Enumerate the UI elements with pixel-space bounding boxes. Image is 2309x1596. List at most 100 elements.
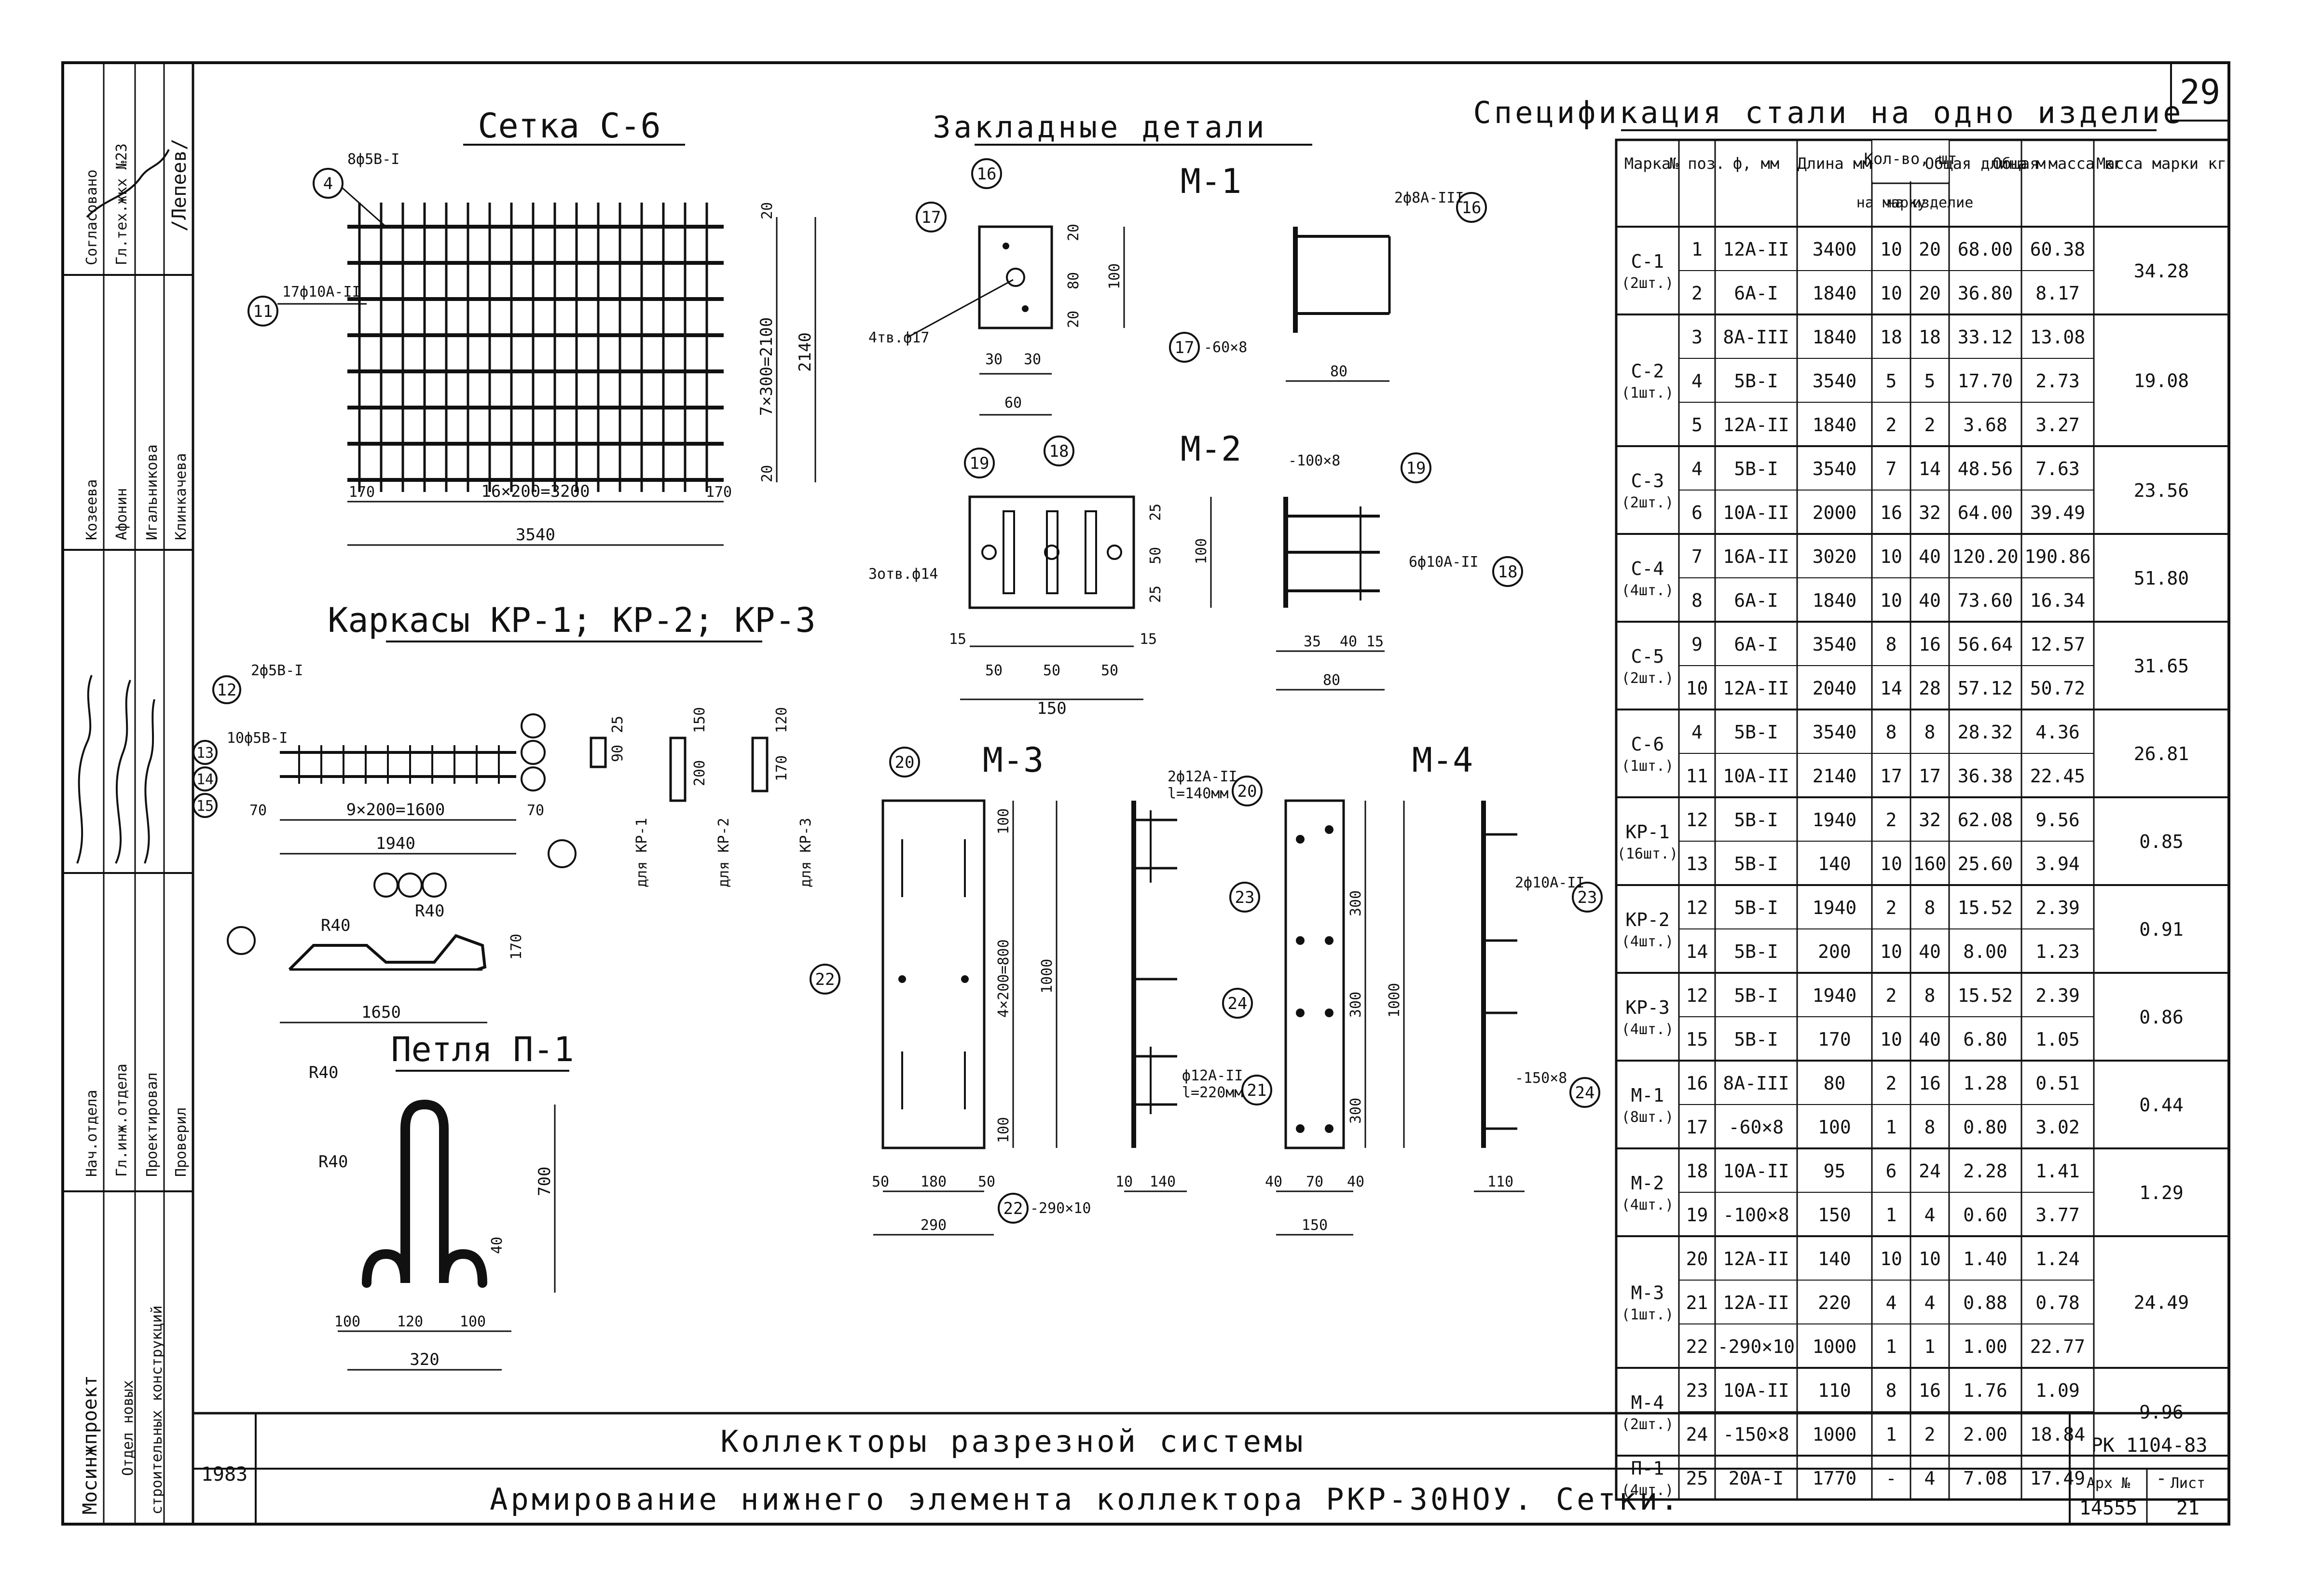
spec-cell: 0.88	[1963, 1292, 2007, 1313]
spec-cell: 80	[1824, 1073, 1846, 1094]
spec-cell: 32	[1919, 809, 1941, 831]
spec-cell: 10	[1880, 941, 1902, 962]
spec-cell: 2.73	[2035, 370, 2080, 392]
spec-head-diam: ф, мм	[1733, 154, 1779, 173]
m4-dim-6: 300	[1347, 992, 1364, 1018]
spec-cell: 10	[1880, 239, 1902, 260]
m1-dim-1: 30	[985, 351, 1003, 368]
spec-cell: 14	[1686, 941, 1708, 962]
spec-cell: 2.39	[2035, 897, 2080, 918]
spec-cell: 12А-II	[1723, 1292, 1789, 1313]
spec-group-count: (4шт.)	[1622, 1197, 1674, 1214]
spec-cell: 5В-I	[1734, 458, 1778, 479]
m3-dim-1: 50	[872, 1173, 889, 1190]
spec-group-count: (4шт.)	[1622, 582, 1674, 599]
spec-group-mass: 1.29	[2139, 1182, 2184, 1203]
spec-cell: 15	[1686, 1029, 1708, 1050]
spec-group-marka: С-1	[1631, 251, 1664, 272]
m3-dim-5: 100	[995, 808, 1012, 834]
m2-dim-3: 50	[1043, 662, 1060, 679]
spec-title: Спецификация стали на одно изделие	[1473, 95, 2184, 130]
spec-cell: 3540	[1813, 722, 1857, 743]
m4-plate: -150×8	[1515, 1070, 1567, 1087]
petlya-r-top: R40	[309, 1063, 338, 1082]
m3-label: М-3	[983, 740, 1044, 780]
karkasy-title: Каркасы КР-1; КР-2; КР-3	[328, 600, 815, 640]
zd-pos-18b: 18	[1498, 562, 1518, 582]
spec-group-mass: 0.86	[2139, 1007, 2184, 1028]
spec-cell: 1	[1886, 1117, 1897, 1138]
spec-head-mark-mass: Масса марки кг	[2096, 154, 2227, 173]
spec-group-marka: С-2	[1631, 361, 1664, 382]
m4-dim-7: 300	[1347, 1098, 1364, 1124]
m3-bar1: 2ф12А-II	[1168, 768, 1237, 785]
spec-cell: 9	[1691, 634, 1703, 655]
spec-cell: 1	[1691, 239, 1703, 260]
spec-group-marka: М-4	[1631, 1392, 1664, 1413]
spec-cell: 10	[1880, 283, 1902, 304]
m2-side-1: 35	[1304, 633, 1321, 650]
petlya-dim-h: 700	[535, 1167, 554, 1196]
spec-group-marka: КР-3	[1625, 997, 1670, 1018]
m1-dim-7: 100	[1106, 263, 1123, 289]
spec-cell: 1940	[1813, 897, 1857, 918]
spec-cell: 5В-I	[1734, 809, 1778, 831]
spec-cell: 56.64	[1958, 634, 2013, 655]
spec-group-marka: М-3	[1631, 1282, 1664, 1304]
spec-cell: 4	[1691, 370, 1703, 392]
spec-cell: 220	[1818, 1292, 1851, 1313]
zd-pos-22b: 22	[1003, 1199, 1023, 1218]
sheet-number: 29	[2180, 72, 2220, 112]
spec-cell: 4	[1924, 1204, 1936, 1226]
spec-cell: 17.49	[2030, 1468, 2085, 1489]
title-project: Коллекторы разрезной системы	[720, 1424, 1306, 1459]
spec-cell: 13	[1686, 853, 1708, 874]
spec-cell: 33.12	[1958, 327, 2013, 348]
spec-cell: 48.56	[1958, 458, 2013, 479]
stamp-department-1: Отдел новых	[120, 1380, 137, 1476]
spec-cell: 17	[1919, 765, 1941, 787]
spec-cell: 0.78	[2035, 1292, 2080, 1313]
spec-cell: 16.34	[2030, 590, 2085, 611]
m1-dim-4: 20	[1065, 224, 1082, 241]
spec-head-marka: Марка	[1624, 154, 1671, 173]
karkas-h1: 90	[609, 745, 626, 762]
spec-cell: 7.63	[2035, 458, 2080, 479]
spec-cell: -	[1886, 1468, 1897, 1489]
petlya-title: Петля П-1	[391, 1030, 574, 1069]
m4-label: М-4	[1412, 740, 1473, 780]
karkas-bent-len: 1650	[361, 1003, 401, 1022]
spec-cell: 0.51	[2035, 1073, 2080, 1094]
spec-group-marka: М-1	[1631, 1085, 1664, 1106]
m3-dim-2: 180	[921, 1173, 947, 1190]
m3-side-1: 10	[1115, 1173, 1133, 1190]
spec-cell: 40	[1919, 941, 1941, 962]
spec-cell: 170	[1818, 1029, 1851, 1050]
stamp-role-2: Гл.инж.отдела	[113, 1064, 130, 1177]
m2-plate: -100×8	[1288, 452, 1340, 469]
zd-pos-24b: 24	[1575, 1083, 1595, 1103]
karkas-edge-b: 70	[527, 802, 544, 819]
spec-group-mass: 0.44	[2139, 1094, 2184, 1116]
spec-cell: 1.05	[2035, 1029, 2080, 1050]
spec-cell: 36.38	[1958, 765, 2013, 787]
spec-group-marka: С-6	[1631, 734, 1664, 755]
spec-cell: 15.52	[1958, 985, 2013, 1006]
spec-qty-mask	[1872, 140, 1949, 181]
spec-cell: 28.32	[1958, 722, 2013, 743]
spec-head-pos: № поз.	[1669, 154, 1725, 173]
spec-cell: 12	[1686, 809, 1708, 831]
petlya-dim-d: 40	[489, 1237, 506, 1254]
spec-cell: 10	[1880, 1248, 1902, 1269]
spec-cell: 12А-II	[1723, 678, 1789, 699]
spec-cell: 4	[1691, 722, 1703, 743]
spec-cell: 10А-II	[1723, 1160, 1789, 1182]
spec-cell: 10	[1919, 1248, 1941, 1269]
spec-cell: 2	[1886, 985, 1897, 1006]
setka-pos-11: 11	[253, 302, 273, 321]
spec-cell: 1000	[1813, 1424, 1857, 1445]
setka-mesh-grid	[347, 203, 724, 492]
m4-dim-8: 1000	[1386, 983, 1403, 1018]
spec-cell: 5В-I	[1734, 722, 1778, 743]
spec-cell: 20	[1919, 239, 1941, 260]
